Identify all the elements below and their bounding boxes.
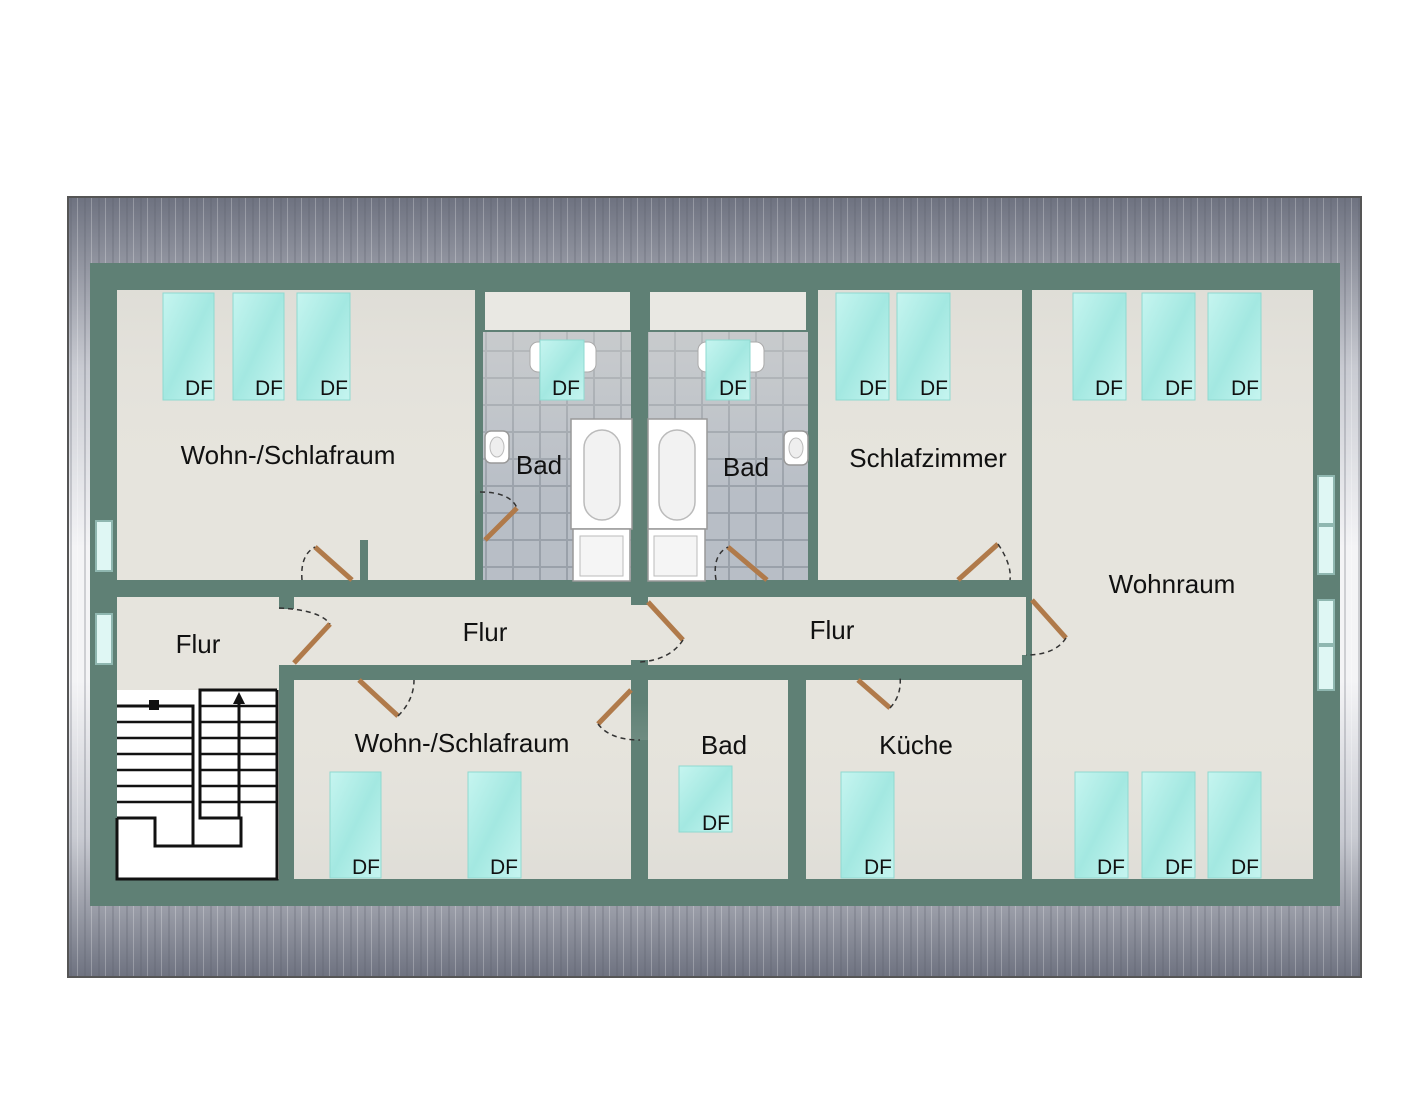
svg-text:DF: DF (552, 377, 580, 400)
svg-text:DF: DF (320, 377, 348, 400)
room-labels: Wohn-/Schlafraum Bad Bad Schlafzimmer Wo… (176, 440, 1236, 760)
door-kueche (856, 675, 902, 710)
room-label-bad-top-right: Bad (723, 452, 769, 482)
room-label-wohnraum: Wohnraum (1109, 569, 1236, 599)
skylight: DF (1141, 771, 1196, 879)
doors (278, 491, 1068, 741)
room-label-wohn-schlaf-bottom: Wohn-/Schlafraum (355, 728, 570, 758)
svg-text:DF: DF (1097, 856, 1125, 879)
door-flur-middle (639, 600, 685, 663)
room-label-schlafzimmer: Schlafzimmer (849, 443, 1007, 473)
room-label-bad-bottom: Bad (701, 730, 747, 760)
room-label-kueche: Küche (879, 730, 953, 760)
stair-start-marker (149, 700, 159, 710)
skylight: DF (1074, 771, 1129, 879)
svg-text:DF: DF (1165, 856, 1193, 879)
svg-text:DF: DF (920, 377, 948, 400)
stair-direction-arrow-icon (233, 692, 245, 704)
skylight: DF (1072, 292, 1127, 401)
skylight: DF (467, 771, 522, 879)
svg-text:DF: DF (1231, 856, 1259, 879)
svg-text:DF: DF (859, 377, 887, 400)
svg-text:DF: DF (255, 377, 283, 400)
staircase (115, 688, 279, 881)
room-label-flur-center: Flur (463, 617, 508, 647)
svg-text:DF: DF (702, 812, 730, 835)
svg-text:DF: DF (1165, 377, 1193, 400)
room-label-wohn-schlaf-top: Wohn-/Schlafraum (181, 440, 396, 470)
skylight: DF (1207, 771, 1262, 879)
svg-text:DF: DF (1095, 377, 1123, 400)
skylight: DF (329, 771, 382, 879)
bathtub-left (570, 418, 633, 582)
svg-text:DF: DF (185, 377, 213, 400)
svg-text:DF: DF (719, 377, 747, 400)
room-label-flur-right: Flur (810, 615, 855, 645)
bathtub-right (647, 418, 708, 582)
side-windows (95, 475, 1335, 691)
svg-text:DF: DF (1231, 377, 1259, 400)
svg-text:DF: DF (490, 856, 518, 879)
skylight: DF (539, 339, 585, 401)
door-bad-top-left (479, 491, 519, 542)
sink-right (783, 430, 809, 466)
sink-left (484, 430, 510, 464)
door-bad-top-right (714, 545, 769, 582)
door-wohn-schlaf-bottom (357, 678, 415, 718)
skylight: DF (162, 292, 215, 401)
door-schlafzimmer (956, 542, 1011, 582)
skylight: DF (896, 292, 951, 401)
svg-text:DF: DF (352, 856, 380, 879)
skylight: DF (232, 292, 285, 401)
door-flur-stair (278, 607, 332, 665)
skylight: DF (835, 292, 890, 401)
door-wohn-schlaf-top (301, 545, 354, 582)
bath-soffits (485, 292, 806, 330)
skylight: DF (678, 765, 733, 835)
skylight: DF (296, 292, 351, 401)
skylight: DF (705, 339, 751, 401)
skylight: DF (1207, 292, 1262, 401)
skylight: DF (1141, 292, 1196, 401)
room-label-flur-stair: Flur (176, 629, 221, 659)
skylights: DF DF DF DF DF DF DF DF DF DF DF DF DF D… (162, 292, 1262, 879)
svg-text:DF: DF (864, 856, 892, 879)
skylight: DF (840, 771, 895, 879)
door-wohnraum (1025, 598, 1068, 656)
door-bad-bottom (596, 688, 641, 741)
room-label-bad-top-left: Bad (516, 450, 562, 480)
